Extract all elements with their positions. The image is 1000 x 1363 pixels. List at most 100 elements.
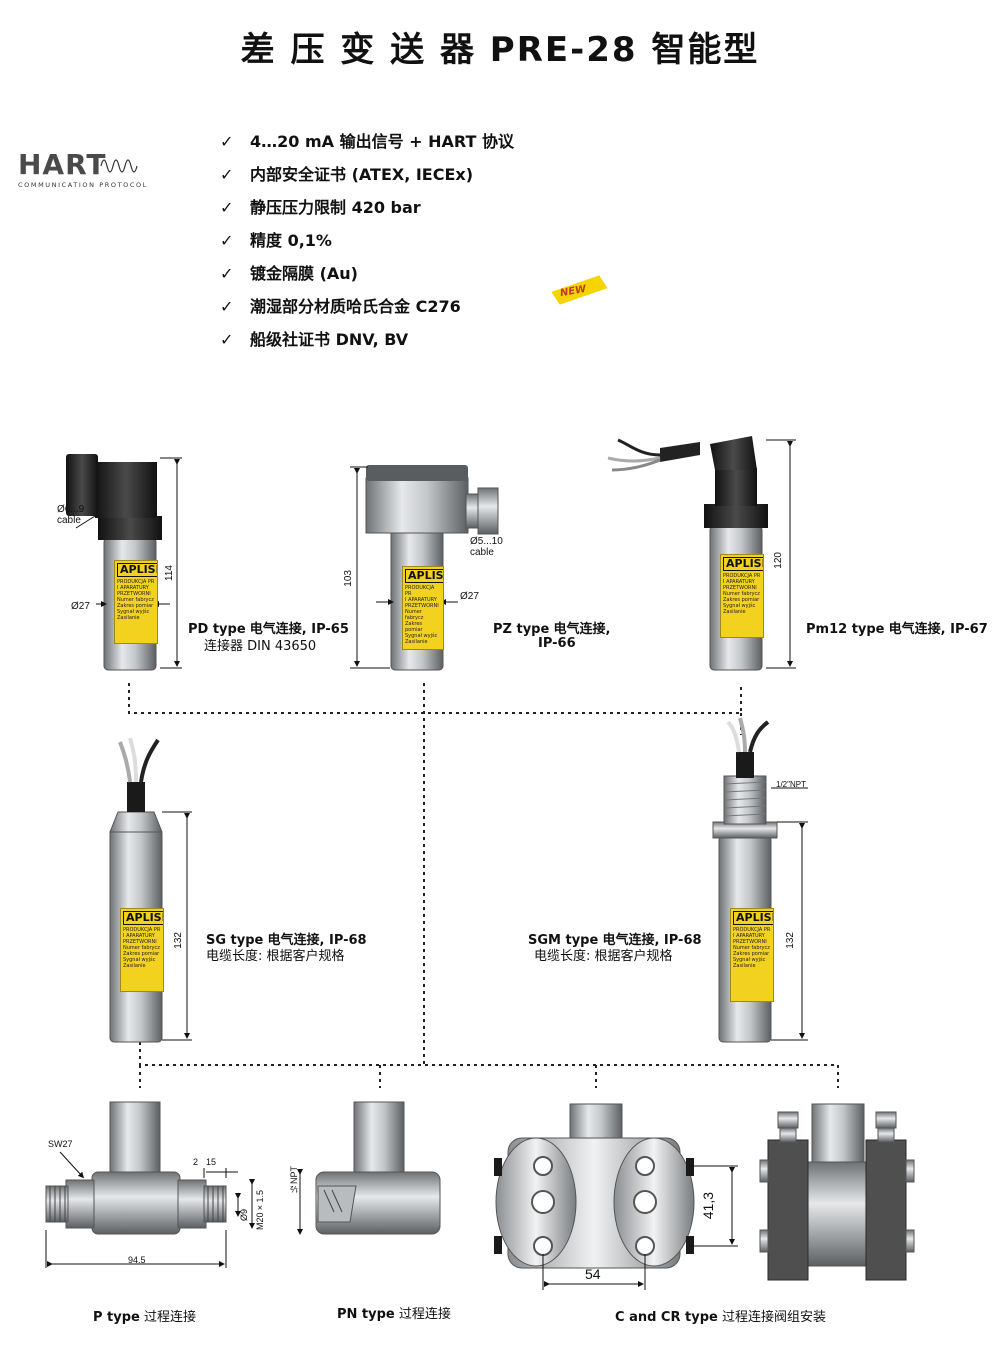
p-type-dimensions [45, 1151, 255, 1268]
pd-dimensions [75, 457, 182, 669]
pn-type-label: PN type 过程连接 [337, 1303, 451, 1322]
pz-ip: IP-66 [538, 636, 576, 651]
check-icon: ✓ [220, 165, 234, 184]
aplisens-logo: APLISENS [405, 569, 443, 583]
hart-logo-word: HART [18, 148, 107, 181]
tag-line: Numer fabrycz [117, 597, 154, 603]
hart-logo: HART COMMUNICATION PROTOCOL [18, 148, 153, 193]
tag-line: PRZETWORNI [405, 603, 439, 609]
sg-type-name: SG type [206, 933, 264, 948]
sg-dimensions [162, 811, 192, 1041]
check-icon: ✓ [220, 198, 234, 217]
tag-line: Sygnał wyjśc [723, 603, 756, 609]
tag-line: I APARATURY [733, 933, 765, 939]
device-tag: APLISENS PRODUKCJA PR I APARATURY PRZETW… [120, 908, 164, 992]
tag-line: I APARATURY [723, 579, 755, 585]
feature-item: ✓镀金隔膜 (Au) [220, 260, 358, 284]
sg-cable-length: 电缆长度: 根据客户规格 [206, 949, 345, 964]
feature-item: ✓ 静压压力限制 420 bar [220, 194, 421, 218]
pz-cable-word: cable [470, 547, 494, 558]
feature-item: ✓潮湿部分材质哈氏合金 C276 [220, 293, 461, 317]
tag-line: Zakres pomiar [733, 951, 770, 957]
feature-text: 船级社证书 DNV, BV [250, 330, 409, 349]
tag-line: PRODUKCJA PR [117, 579, 155, 585]
p-dim-9: Ø9 [239, 1209, 249, 1222]
tag-line: Numer fabrycz [123, 945, 160, 951]
pz-height: 103 [343, 570, 354, 587]
device-tag: APLISENS PRODUKCJA PR I APARATURY PRZETW… [730, 908, 774, 1002]
tag-line: PRZETWORNI [733, 939, 767, 945]
p-dim-2: 2 [193, 1157, 199, 1167]
pd-diameter: Ø27 [71, 601, 90, 612]
pd-type-name: PD type [188, 622, 246, 637]
tag-line: Zasilanie [117, 615, 140, 621]
c-width: 54 [585, 1266, 601, 1282]
check-icon: ✓ [220, 330, 234, 349]
pd-cable-word: cable [57, 515, 81, 526]
pn-type-drawing [297, 1101, 441, 1235]
tag-line: I APARATURY [405, 597, 437, 603]
pz-cable-diameter: Ø5...10 [470, 536, 503, 547]
device-tag: APLISENS PRODUKCJA PR I APARATURY PRZETW… [720, 554, 764, 638]
tag-line: Sygnał wyjśc [405, 633, 438, 639]
tag-line: Numer fabrycz [733, 945, 770, 951]
feature-item: ✓4…20 mA 输出信号 + HART 协议 [220, 128, 514, 152]
tag-line: Zakres pomiar [123, 951, 160, 957]
check-icon: ✓ [220, 297, 234, 316]
tag-line: PRODUKCJA PR [405, 585, 435, 597]
pd-label: PD type 电气连接, IP-65 [188, 618, 349, 637]
tag-line: Sygnał wyjśc [117, 609, 150, 615]
sgm-height: 132 [785, 932, 796, 949]
tag-line: I APARATURY [123, 933, 155, 939]
tag-line: Zakres pomiar [405, 621, 423, 633]
pn-type-name: PN type [337, 1307, 395, 1322]
c-type-dimensions [542, 1165, 738, 1290]
feature-item: ✓内部安全证书 (ATEX, IECEx) [220, 161, 473, 185]
pm12-type-name: Pm12 type [806, 622, 885, 637]
aplisens-logo: APLISENS [123, 911, 163, 925]
tag-line: PRZETWORNI [723, 585, 757, 591]
pz-ip-text: IP-66 [538, 636, 576, 651]
tag-line: Numer fabrycz [405, 609, 424, 621]
pn-type-desc: 过程连接 [398, 1307, 451, 1322]
feature-item: ✓ 船级社证书 DNV, BV [220, 326, 408, 350]
feature-text: 精度 0,1% [250, 231, 332, 250]
sgm-label: SGM type 电气连接, IP-68 [528, 929, 702, 948]
pz-type-name: PZ type [493, 622, 550, 637]
page-title: 差 压 变 送 器 PRE-28 智能型 [240, 30, 760, 70]
pn-thread: ½NPT [289, 1166, 299, 1194]
pz-device-drawing [365, 465, 499, 671]
c-type-name: C and CR type [615, 1310, 718, 1325]
feature-text: 镀金隔膜 (Au) [250, 264, 358, 283]
pz-type-desc: 电气连接, [553, 622, 611, 637]
sg-label: SG type 电气连接, IP-68 [206, 929, 367, 948]
pz-diameter: Ø27 [460, 591, 479, 602]
aplisens-logo: APLISENS [733, 911, 773, 925]
sgm-type-name: SGM type [528, 933, 599, 948]
new-badge-shape [551, 275, 608, 305]
tag-line: Zasilanie [405, 639, 428, 645]
tag-line: Zasilanie [123, 963, 146, 969]
p-type-label: P type 过程连接 [93, 1306, 196, 1325]
feature-text: 静压压力限制 420 bar [250, 198, 421, 217]
sgm-dimensions [771, 787, 808, 1041]
p-sw: SW27 [48, 1139, 73, 1149]
p-type-name: P type [93, 1310, 140, 1325]
sg-device-drawing [109, 737, 163, 1043]
tag-line: PRODUKCJA PR [123, 927, 161, 933]
feature-item: ✓精度 0,1% [220, 227, 332, 251]
p-length: 94.5 [128, 1255, 146, 1265]
sg-height: 132 [173, 932, 184, 949]
p-thread: M20×1.5 [255, 1190, 265, 1231]
c-type-label: C and CR type 过程连接阀组安装 [615, 1306, 826, 1325]
p-type-drawing [45, 1101, 227, 1235]
hart-logo-subtitle: COMMUNICATION PROTOCOL [18, 181, 148, 189]
pd-connector: 连接器 DIN 43650 [204, 639, 317, 654]
c-height: 41,3 [700, 1192, 716, 1220]
pd-height: 114 [164, 565, 175, 581]
sgm-type-desc: 电气连接, IP-68 [602, 933, 702, 948]
pz-label: PZ type 电气连接, [493, 618, 610, 637]
tag-line: Zakres pomiar [723, 597, 760, 603]
tag-line: PRODUKCJA PR [723, 573, 761, 579]
